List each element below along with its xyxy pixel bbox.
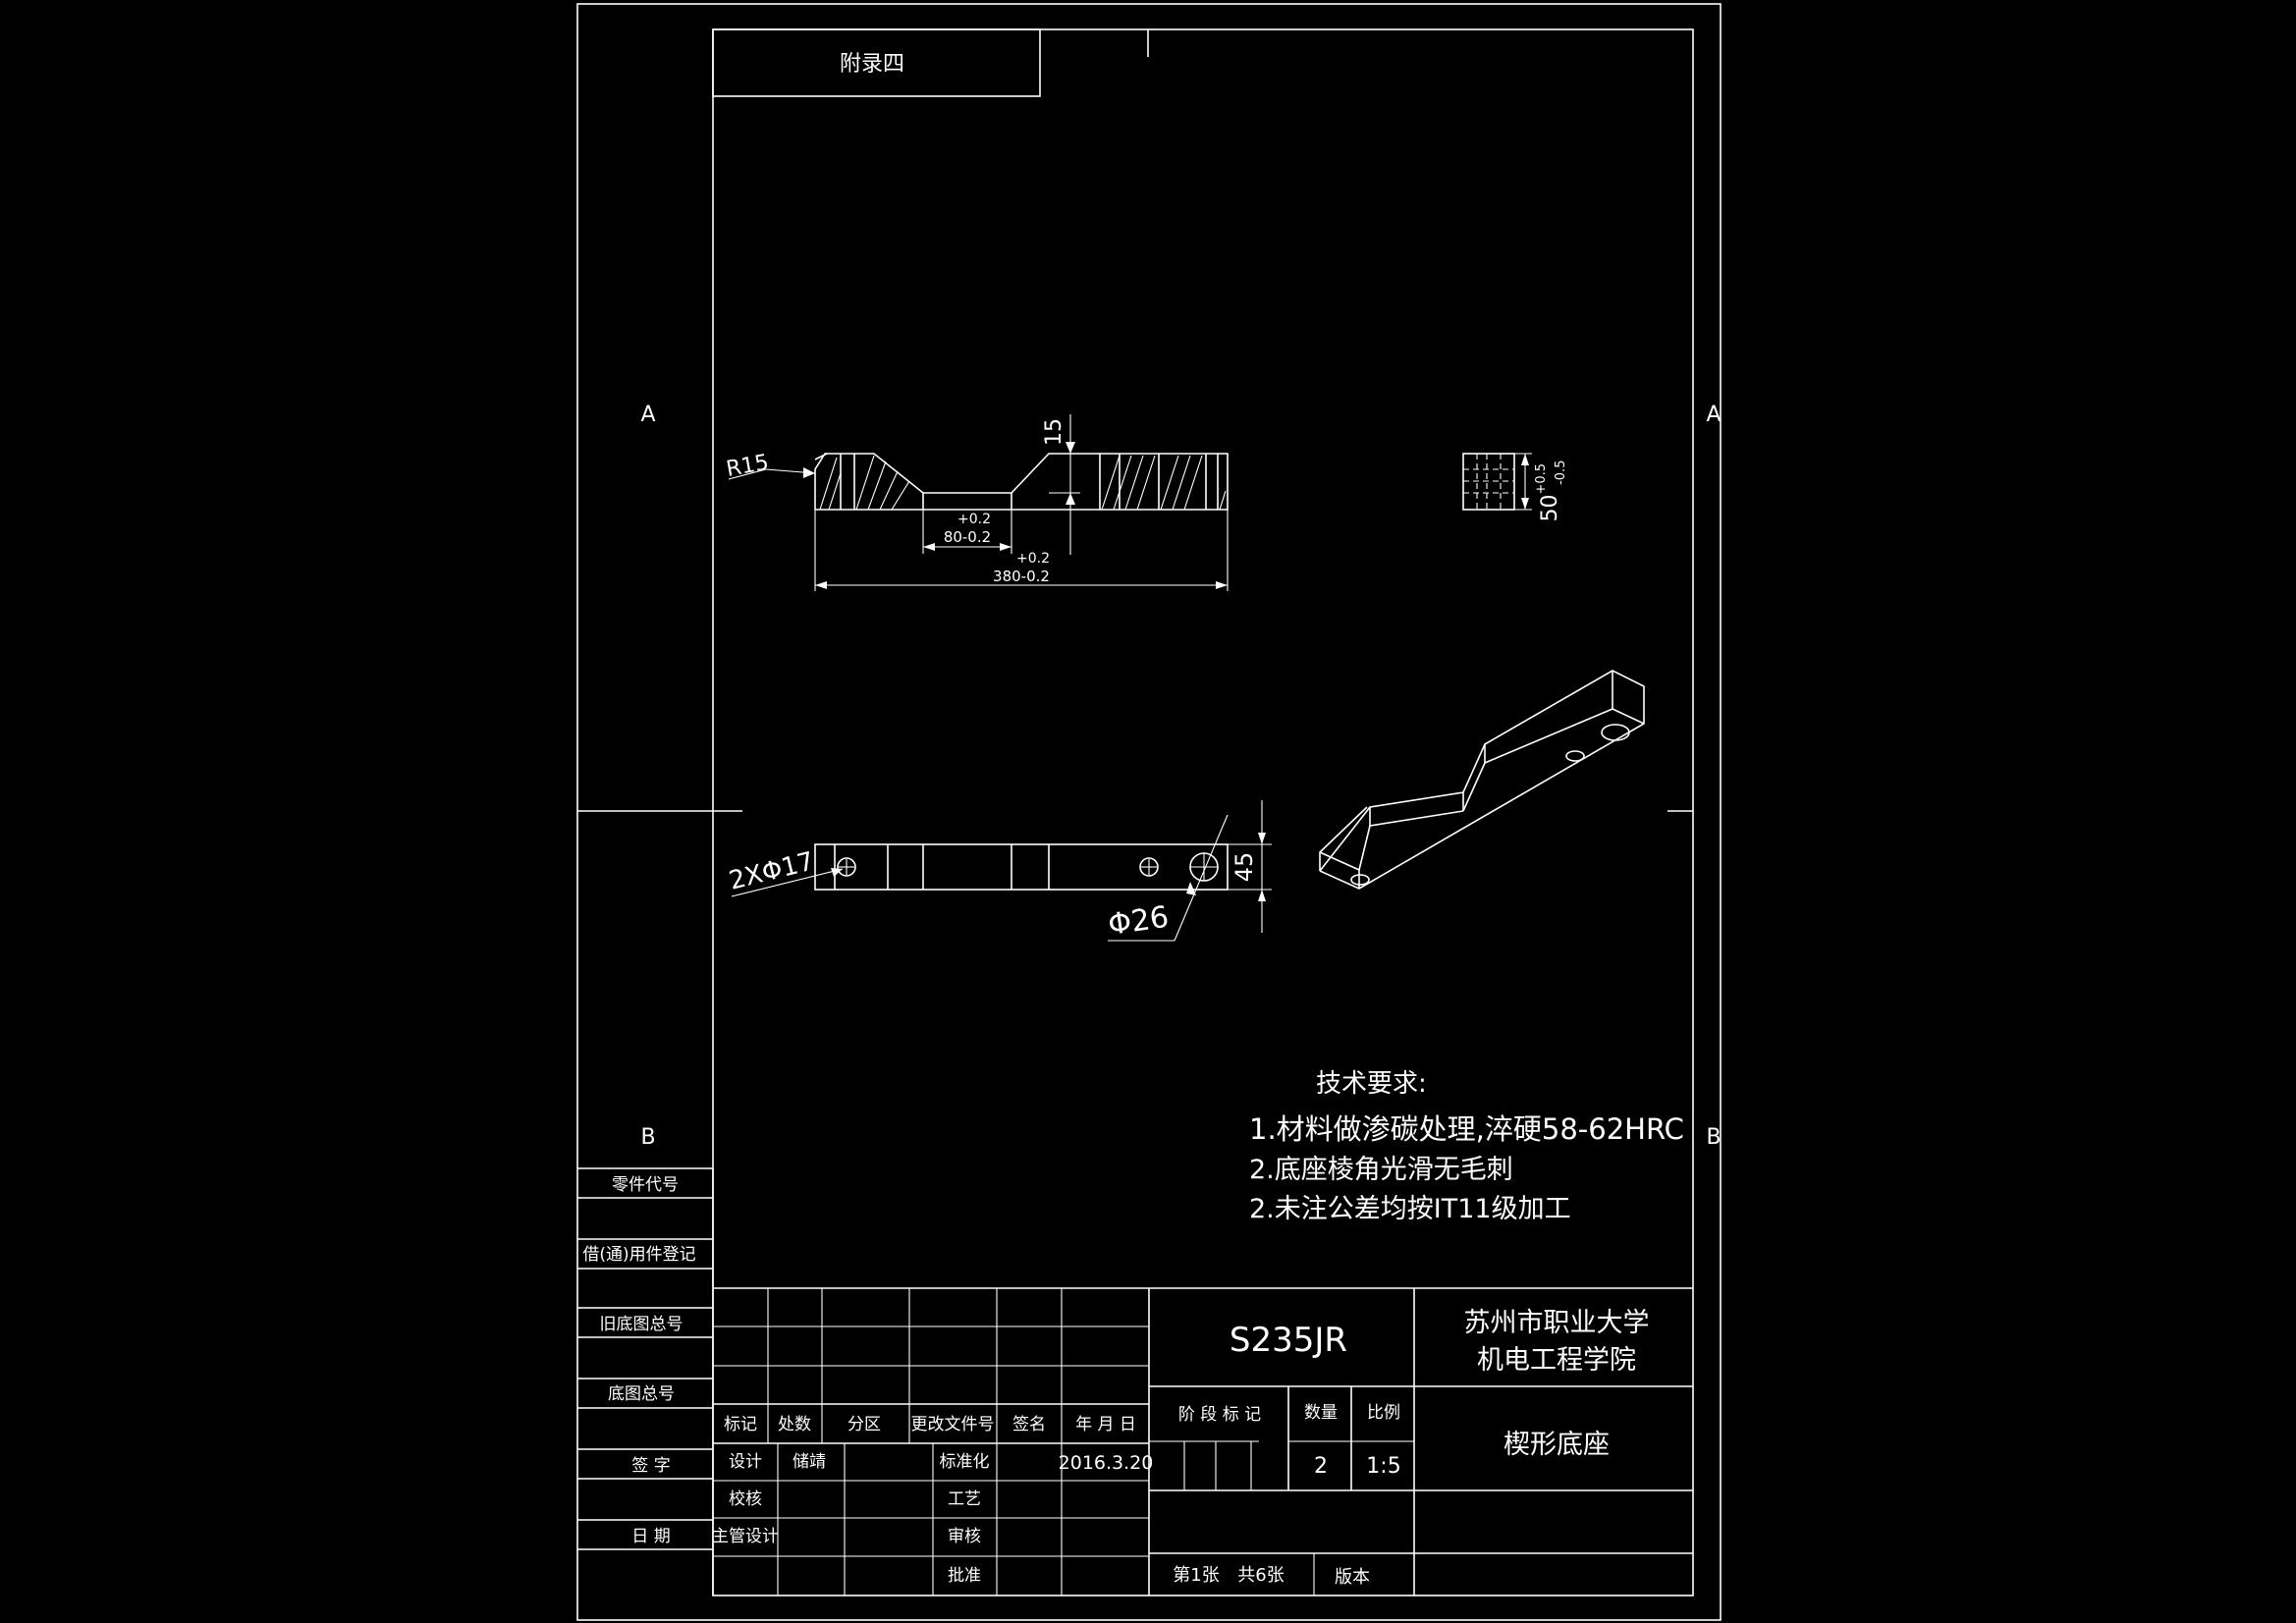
dim-inner-width: 80-0.2 [944, 528, 991, 546]
tb-scale: 1:5 [1366, 1454, 1400, 1479]
total-width-dim [814, 510, 1229, 591]
depth-dim [1228, 800, 1272, 933]
inner-border [712, 28, 1694, 1596]
tb-designer: 储靖 [793, 1452, 826, 1472]
zone-b-left: B [640, 1125, 655, 1150]
tb-scale-label: 比例 [1367, 1403, 1400, 1423]
tb-qty-label: 数量 [1304, 1403, 1338, 1423]
tb-process-label: 工艺 [948, 1489, 981, 1509]
tb-stage-label: 阶 段 标 记 [1178, 1405, 1261, 1425]
tb-approve-label: 批准 [948, 1566, 981, 1586]
tb-header-date: 年 月 日 [1075, 1415, 1136, 1434]
large-hole-leader [1108, 814, 1229, 942]
tb-design-label: 设计 [729, 1452, 762, 1472]
tech-req-title: 技术要求: [1316, 1069, 1427, 1099]
tb-sheet: 第1张 [1173, 1565, 1219, 1586]
tb-material: S235JR [1230, 1321, 1347, 1360]
side-base-no: 底图总号 [608, 1384, 675, 1404]
dim-inner-width-tol: +0.2 [957, 512, 991, 527]
radius-leader [728, 467, 816, 480]
tech-req-item-2: 2.底座棱角光滑无毛刺 [1249, 1155, 1513, 1185]
tb-design-date: 2016.3.20 [1059, 1452, 1154, 1474]
tb-header-sign: 签名 [1012, 1415, 1046, 1434]
side-view [1462, 453, 1532, 511]
tb-header-doc: 更改文件号 [911, 1415, 995, 1434]
tb-review-label: 审核 [948, 1527, 981, 1546]
isometric-view [1319, 670, 1645, 890]
dim-side: 50+0.5-0.5 [1534, 460, 1568, 522]
height-dim [1049, 414, 1080, 555]
title-block-grid [713, 1287, 1693, 1596]
dim-holes-small: 2XΦ17 [726, 846, 817, 895]
tb-header-count: 处数 [778, 1415, 811, 1434]
tb-school-line2: 机电工程学院 [1477, 1345, 1636, 1376]
top-view [814, 843, 1229, 891]
tb-school-line1: 苏州市职业大学 [1464, 1308, 1650, 1338]
dim-total-width: 380-0.2 [993, 568, 1050, 585]
tb-qty: 2 [1314, 1454, 1328, 1479]
dim-total-width-tol: +0.2 [1016, 551, 1050, 567]
tech-req-item-1: 1.材料做渗碳处理,淬硬58-62HRC [1249, 1112, 1684, 1146]
small-holes-leader [731, 868, 844, 897]
side-borrowed-reg: 借(通)用件登记 [582, 1245, 695, 1265]
zone-a-right: A [1706, 403, 1721, 427]
tb-header-mark: 标记 [724, 1415, 757, 1434]
zone-b-right: B [1706, 1125, 1721, 1150]
dim-height: 15 [1042, 418, 1066, 446]
tb-version: 版本 [1335, 1567, 1370, 1588]
tb-header-zone: 分区 [847, 1415, 881, 1434]
tech-req-item-3: 2.未注公差均按IT11级加工 [1249, 1194, 1571, 1224]
side-signature: 签 字 [631, 1456, 670, 1476]
outer-border [576, 3, 1722, 1621]
side-date: 日 期 [631, 1527, 670, 1546]
zone-a-left: A [640, 403, 655, 427]
tb-drawing-name: 楔形底座 [1503, 1430, 1610, 1460]
dim-depth: 45 [1230, 852, 1258, 883]
inner-width-dim [922, 510, 1012, 554]
tb-standard-label: 标准化 [940, 1452, 990, 1472]
tb-check-label: 校核 [729, 1489, 762, 1509]
dim-radius: R15 [725, 451, 771, 482]
dim-hole-large: Φ26 [1106, 900, 1171, 943]
side-part-code: 零件代号 [612, 1175, 679, 1195]
side-old-base-no: 旧底图总号 [600, 1315, 683, 1334]
appendix-box [712, 28, 1041, 97]
side-table [577, 1167, 714, 1596]
tb-total: 共6张 [1237, 1565, 1284, 1586]
tb-chief-label: 主管设计 [712, 1527, 779, 1546]
appendix-label: 附录四 [840, 52, 904, 77]
front-view [814, 453, 1229, 511]
